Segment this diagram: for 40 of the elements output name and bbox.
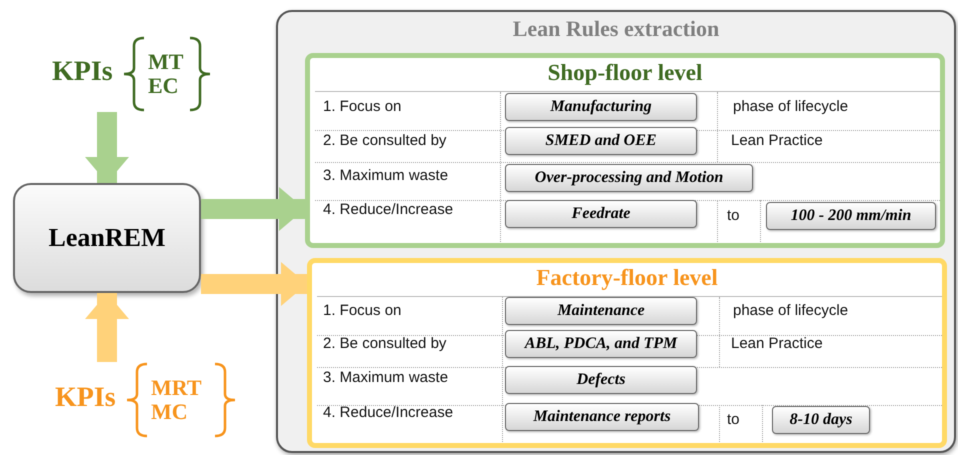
value-box: 8-10 days bbox=[772, 406, 870, 434]
value-box: 100 - 200 mm/min bbox=[766, 202, 936, 230]
row-label: 4. Reduce/Increase bbox=[323, 201, 454, 218]
kpi-label: KPIs bbox=[55, 382, 116, 414]
row-label: Lean Practice bbox=[731, 132, 823, 149]
row-label: 1. Focus on bbox=[323, 98, 402, 115]
row-label: phase of lifecycle bbox=[733, 98, 848, 115]
value-box: Feedrate bbox=[505, 200, 697, 228]
block-arrow bbox=[85, 293, 129, 362]
level-panel bbox=[307, 258, 947, 448]
row-label: Lean Practice bbox=[731, 335, 823, 352]
block-arrow bbox=[201, 262, 307, 306]
row-label: 2. Be consulted by bbox=[323, 132, 446, 149]
value-box: Defects bbox=[505, 366, 697, 394]
row-label: 2. Be consulted by bbox=[323, 335, 446, 352]
level-panel bbox=[305, 53, 945, 248]
value-box: Maintenance bbox=[505, 297, 697, 325]
value-box: ABL, PDCA, and TPM bbox=[505, 330, 697, 358]
box-label: LeanREM bbox=[48, 223, 166, 253]
kpi-list: MT EC bbox=[148, 50, 188, 98]
value-box: Manufacturing bbox=[505, 93, 697, 121]
row-label: to bbox=[727, 207, 740, 224]
value-box: SMED and OEE bbox=[505, 127, 697, 155]
row-label: 1. Focus on bbox=[323, 302, 402, 319]
row-label: 4. Reduce/Increase bbox=[323, 404, 454, 421]
value-box: Maintenance reports bbox=[505, 403, 699, 431]
panel-title: Lean Rules extraction bbox=[512, 16, 720, 42]
process-box bbox=[13, 183, 201, 293]
value-box: Over-processing and Motion bbox=[505, 164, 753, 192]
row-label: 3. Maximum waste bbox=[323, 167, 448, 184]
panel-title: Factory-floor level bbox=[535, 265, 719, 291]
row-label: phase of lifecycle bbox=[733, 302, 848, 319]
kpi-list: MRT MC bbox=[151, 376, 211, 424]
outer-panel bbox=[276, 10, 956, 453]
kpi-label: KPIs bbox=[52, 56, 113, 88]
row-label: to bbox=[727, 411, 740, 428]
row-label: 3. Maximum waste bbox=[323, 369, 448, 386]
block-arrow bbox=[85, 112, 129, 183]
panel-title: Shop-floor level bbox=[546, 60, 704, 86]
block-arrow bbox=[201, 187, 305, 231]
